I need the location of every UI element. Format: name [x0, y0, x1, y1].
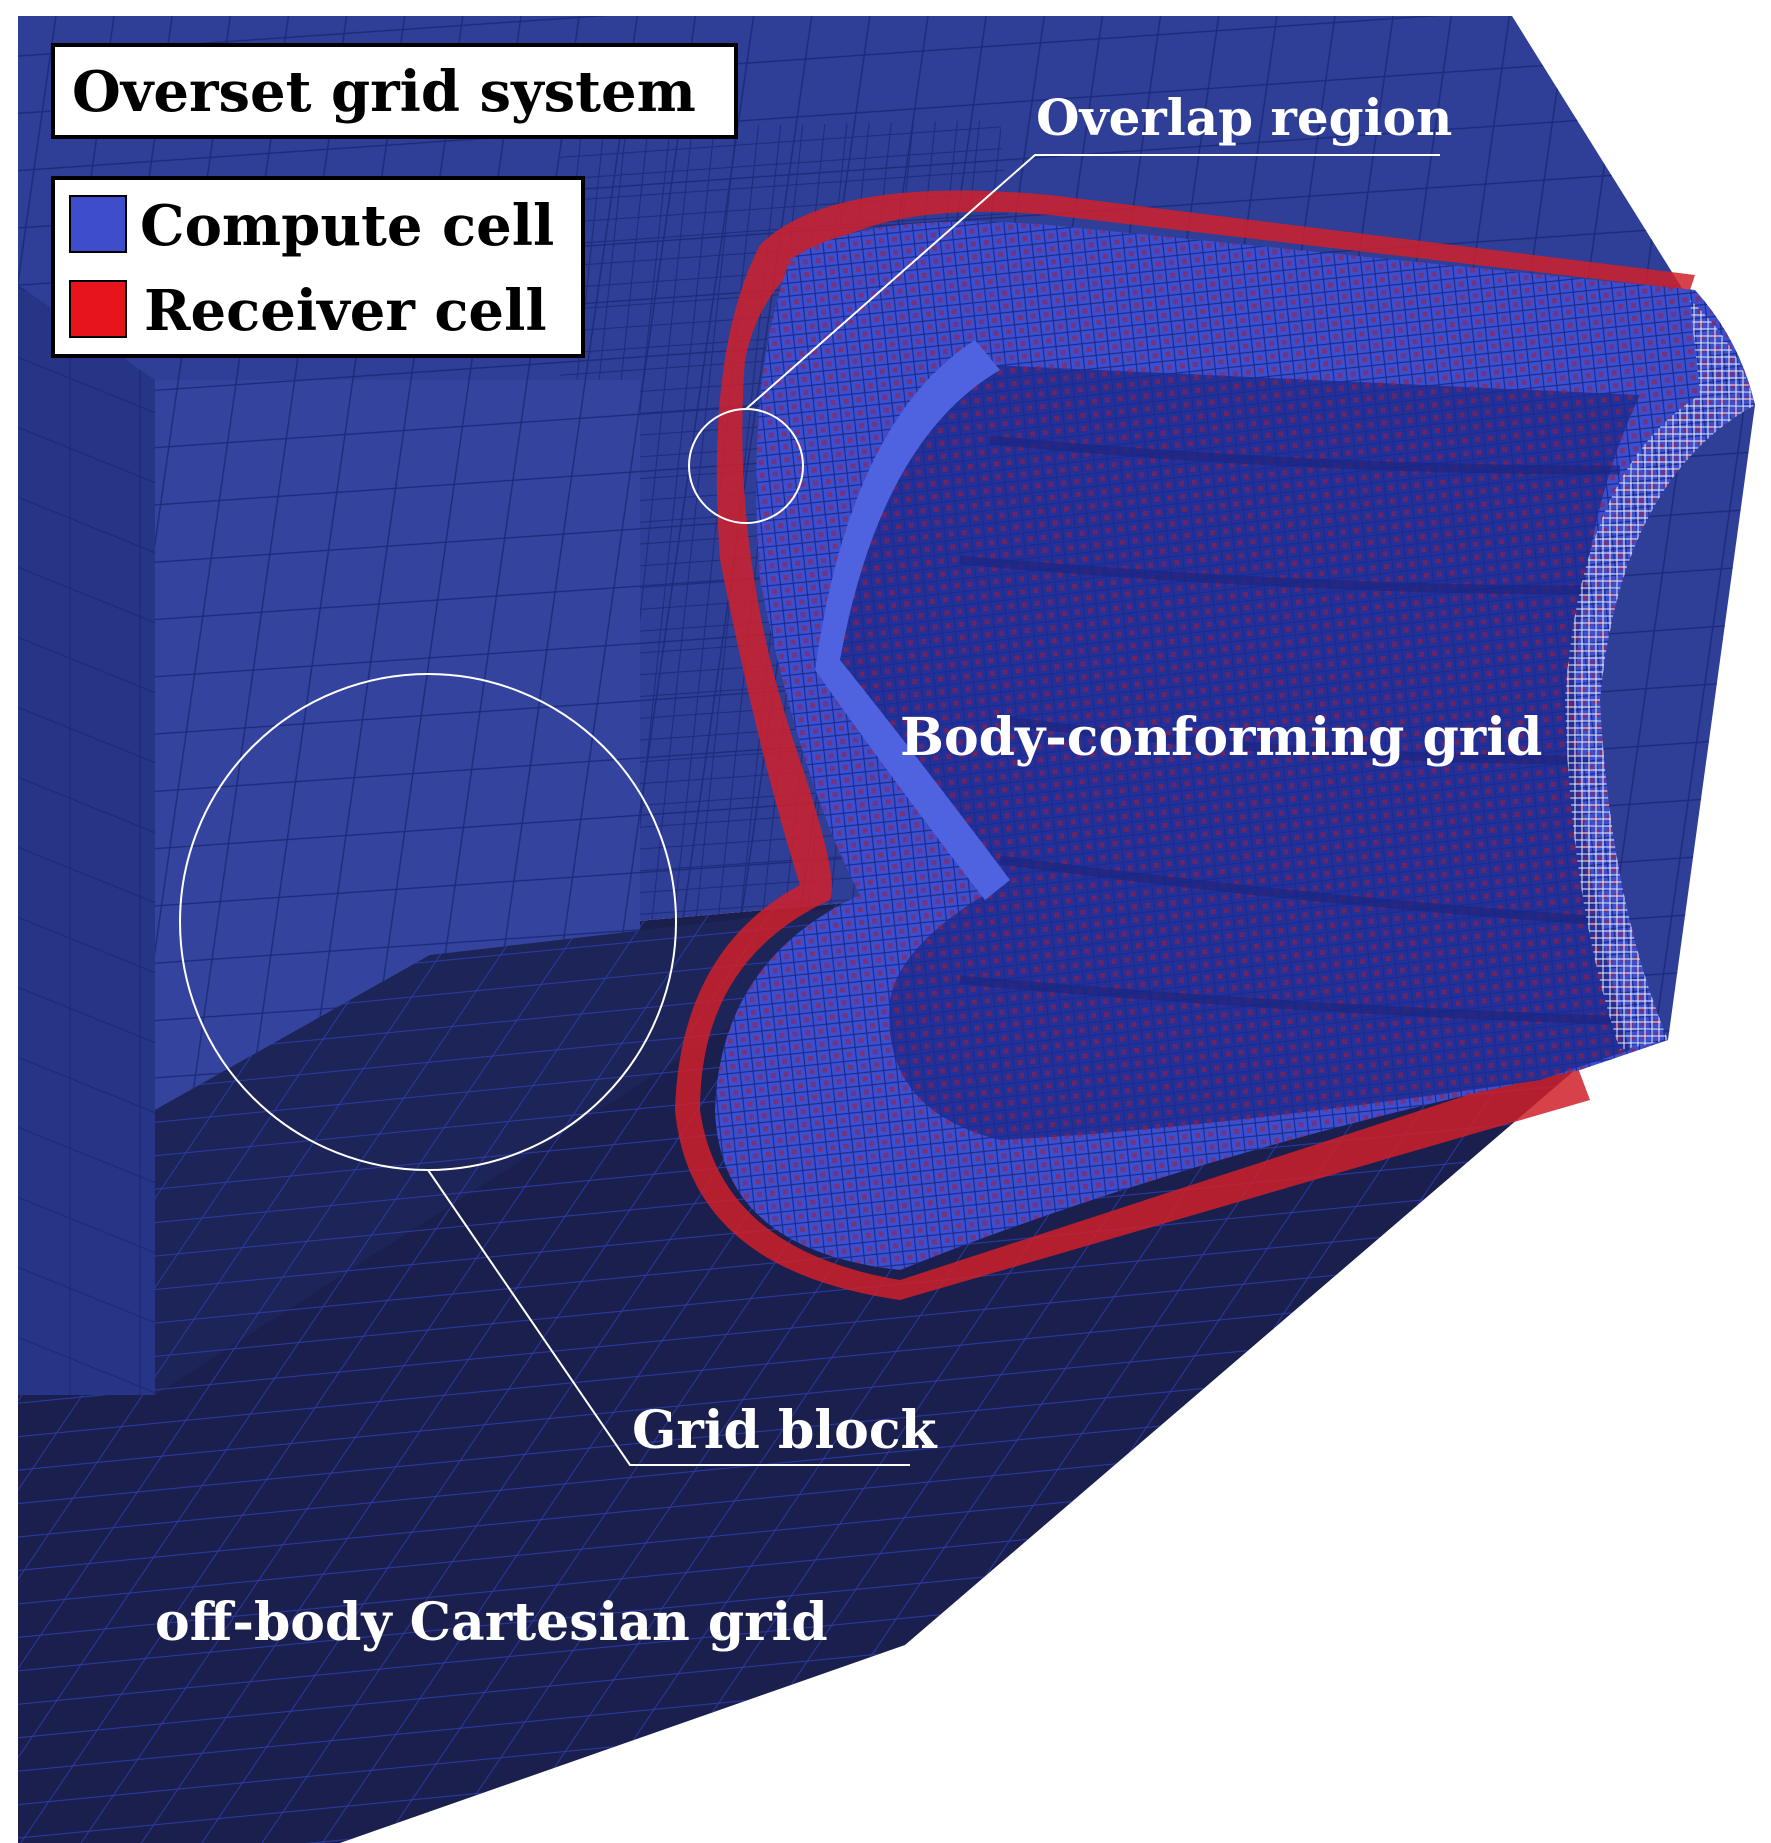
receiver-cell-swatch [69, 280, 127, 338]
body-conforming-grid [675, 190, 1755, 1301]
body-conforming-grid-label: Body-conforming grid [900, 707, 1542, 768]
overlap-region-label: Overlap region [1036, 88, 1452, 147]
overlap-callout: Overlap region [688, 88, 1452, 524]
compute-cell-label: Compute cell [140, 193, 554, 259]
overlap-leader-line [745, 154, 1440, 410]
figure-title: Overset grid system [72, 59, 696, 125]
legend-box [51, 176, 585, 358]
title-box: Overset grid system [51, 43, 738, 139]
legend: Compute cell Receiver cell [51, 176, 585, 358]
grid-block-callout: Grid block [179, 673, 937, 1466]
body-leading-edge [815, 340, 1010, 900]
receiver-cell-label: Receiver cell [144, 278, 547, 344]
compute-cell-swatch [69, 195, 127, 253]
dense-mesh-edge [1565, 300, 1755, 1050]
offbody-cartesian-grid-label: off-body Cartesian grid [155, 1592, 828, 1653]
body-strakes [959, 435, 1621, 1025]
grid-block-leader-line [427, 1169, 910, 1466]
grid-block-label: Grid block [632, 1400, 937, 1461]
